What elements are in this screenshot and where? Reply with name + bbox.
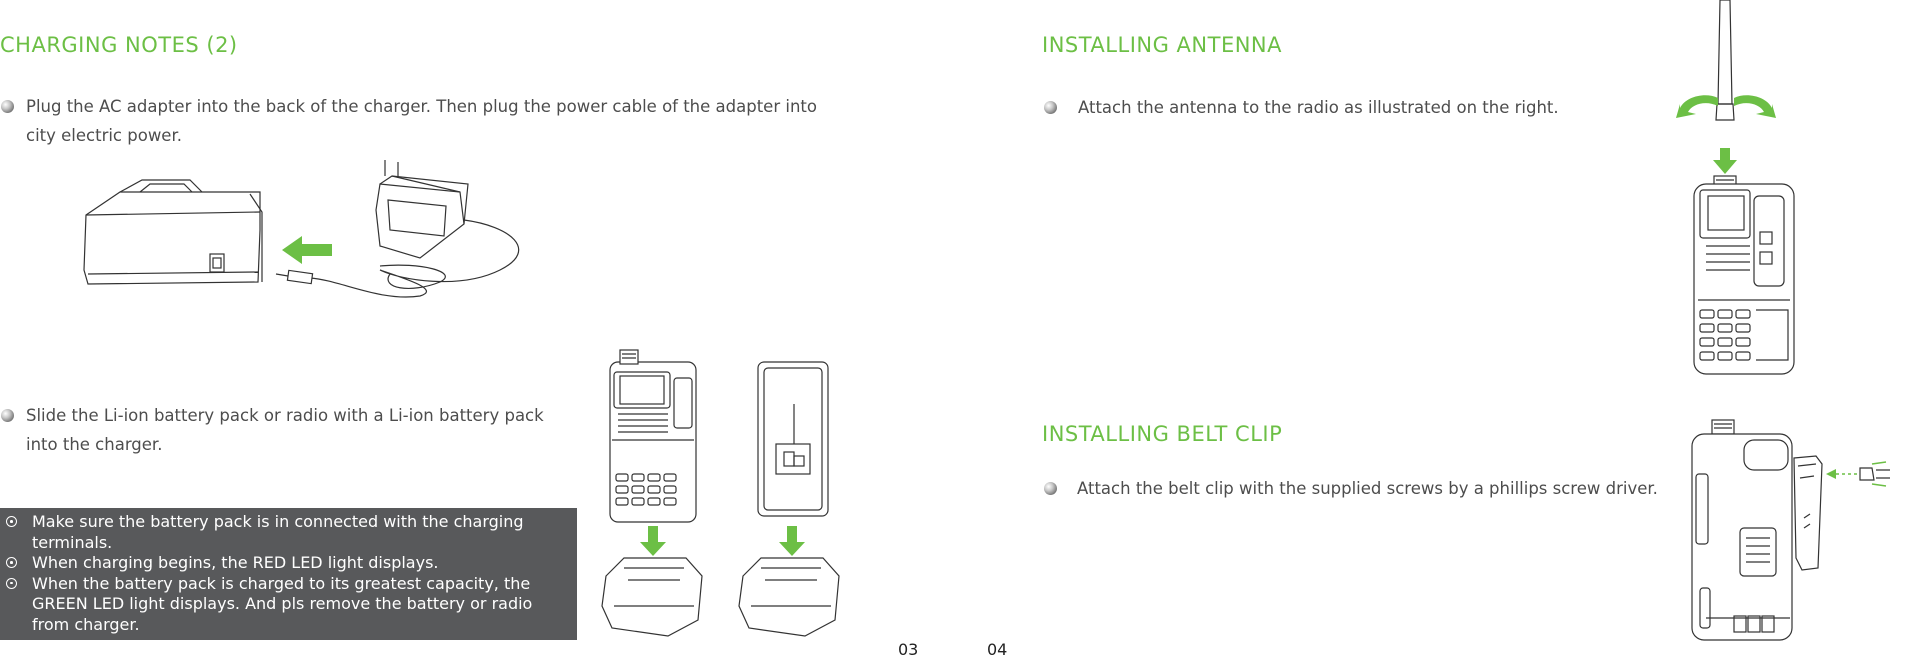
antenna-instruction: Attach the antenna to the radio as illus…: [1044, 93, 1638, 122]
charging-step-2: Slide the Li-ion battery pack or radio w…: [1, 401, 586, 459]
arrow-down-icon: [640, 526, 666, 556]
charging-notes-heading: CHARGING NOTES (2): [0, 33, 238, 57]
belt-clip-text: Attach the belt clip with the supplied s…: [1077, 479, 1658, 498]
charger-adapter-illustration: [83, 160, 520, 298]
step-1-line-1: Plug the AC adapter into the back of the…: [26, 97, 817, 116]
antenna-radio-illustration: [1676, 0, 1795, 375]
belt-clip-radio-illustration: [1691, 419, 1890, 641]
page-number-right: 04: [987, 640, 1008, 659]
arrow-down-icon: [779, 526, 805, 556]
charging-step-1: Plug the AC adapter into the back of the…: [1, 92, 846, 150]
note-circle-icon: [6, 557, 17, 568]
belt-clip-instruction: Attach the belt clip with the supplied s…: [1044, 474, 1677, 503]
installing-antenna-heading: INSTALLING ANTENNA: [1042, 33, 1282, 57]
arrow-left-icon: [282, 236, 332, 264]
step-2-line-1: Slide the Li-ion battery pack or radio w…: [26, 406, 544, 425]
bullet-ball-icon: [1044, 101, 1057, 114]
step-1-line-2: city electric power.: [26, 126, 182, 145]
charging-notes-box: Make sure the battery pack is in connect…: [0, 508, 577, 640]
bullet-ball-icon: [1044, 482, 1057, 495]
note-circle-icon: [6, 516, 17, 527]
rotate-arrows-icon: [1676, 95, 1776, 118]
page-number-left: 03: [898, 640, 919, 659]
arrow-down-icon: [1713, 148, 1737, 174]
note-item: When charging begins, the RED LED light …: [6, 553, 565, 574]
note-circle-icon: [6, 577, 17, 589]
radio-battery-charger-illustration: [601, 349, 840, 637]
bullet-ball-icon: [1, 100, 14, 113]
installing-belt-clip-heading: INSTALLING BELT CLIP: [1042, 422, 1283, 446]
arrow-left-icon: [1826, 469, 1836, 479]
note-item: Make sure the battery pack is in connect…: [6, 512, 565, 553]
note-item: When the battery pack is charged to its …: [6, 574, 565, 636]
bullet-ball-icon: [1, 409, 14, 422]
step-2-line-2: into the charger.: [26, 435, 163, 454]
antenna-text: Attach the antenna to the radio as illus…: [1078, 98, 1559, 117]
